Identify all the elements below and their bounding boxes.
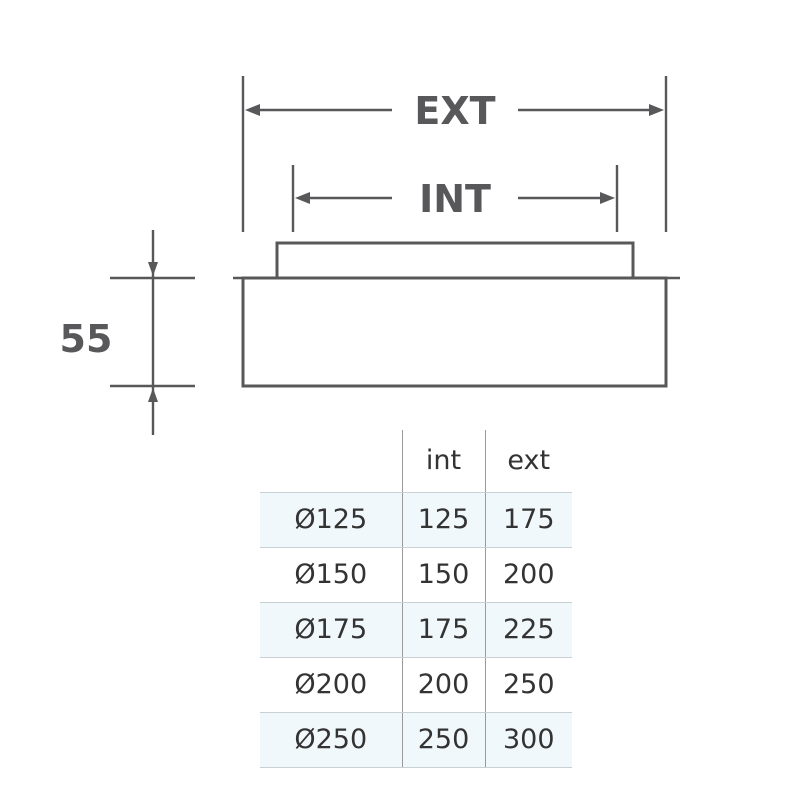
table-row: Ø175 175 225: [260, 602, 572, 658]
table-cell-ext: 300: [484, 712, 572, 768]
table-cell-ext: 200: [484, 547, 572, 603]
table-header-int: int: [401, 430, 485, 493]
part-top-collar: [275, 241, 635, 280]
height-label: 55: [60, 317, 113, 361]
part-body: [241, 276, 668, 388]
table-cell-int: 150: [401, 547, 485, 603]
part-outline: [233, 241, 680, 388]
table-cell-size: Ø250: [260, 712, 402, 768]
ext-arrow-right-icon: [649, 104, 664, 116]
table-header-size: [260, 430, 402, 493]
int-arrow-left-icon: [295, 192, 310, 204]
table-cell-int: 125: [401, 492, 485, 548]
height-arrow-bottom-icon: [148, 388, 158, 402]
dimension-table: int ext Ø125 125 175 Ø150 150 200 Ø175 1…: [260, 430, 572, 768]
height-dimension: 55: [60, 230, 195, 435]
height-arrow-top-icon: [148, 262, 158, 276]
int-dimension: INT: [291, 165, 619, 232]
table-cell-int: 250: [401, 712, 485, 768]
int-arrow-right-icon: [600, 192, 615, 204]
table-row: Ø125 125 175: [260, 492, 572, 548]
ext-arrow-left-icon: [245, 104, 260, 116]
ext-label: EXT: [414, 89, 495, 133]
ext-dimension: EXT: [241, 76, 668, 232]
table-cell-size: Ø125: [260, 492, 402, 548]
table-cell-int: 200: [401, 657, 485, 713]
table-cell-size: Ø175: [260, 602, 402, 658]
int-label: INT: [419, 177, 491, 221]
table-cell-ext: 225: [484, 602, 572, 658]
table-cell-ext: 250: [484, 657, 572, 713]
table-cell-size: Ø200: [260, 657, 402, 713]
table-row: Ø250 250 300: [260, 712, 572, 768]
table-cell-int: 175: [401, 602, 485, 658]
table-header-ext: ext: [484, 430, 572, 493]
table-header-row: int ext: [260, 430, 572, 493]
table-cell-ext: 175: [484, 492, 572, 548]
table-cell-size: Ø150: [260, 547, 402, 603]
table-row: Ø200 200 250: [260, 657, 572, 713]
table-row: Ø150 150 200: [260, 547, 572, 603]
